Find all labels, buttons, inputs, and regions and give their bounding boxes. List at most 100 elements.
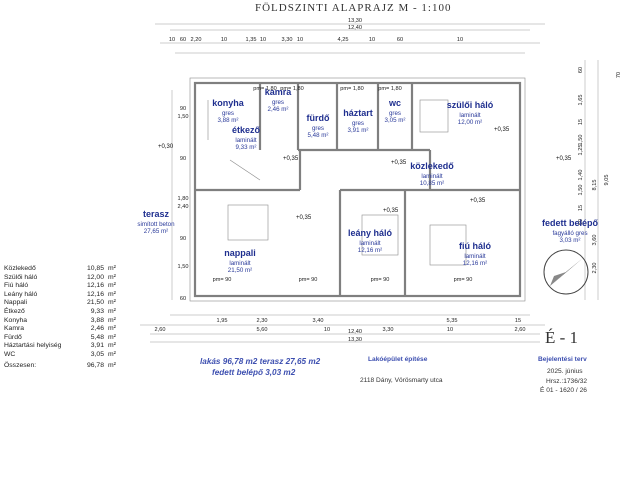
summary-row: Nappali 21,50 m² xyxy=(4,299,124,308)
summary-room-unit: m² xyxy=(108,299,116,307)
dim-right-2: 15 xyxy=(578,119,584,125)
summary-room-unit: m² xyxy=(108,342,116,350)
dim-top-9: 10 xyxy=(369,37,375,43)
sill-label-7: pm= 90 xyxy=(454,277,473,283)
room-szuloi-name: szülői háló xyxy=(447,100,494,110)
dim-top-8: 4,25 xyxy=(338,37,349,43)
summary-room-unit: m² xyxy=(108,316,116,324)
level-nappali: +0,35 xyxy=(296,215,312,221)
dim-left-0: 90 xyxy=(180,106,186,112)
room-haztart-floor: gres xyxy=(352,120,364,127)
summary-room-name: Konyha xyxy=(4,316,28,324)
dim-right-total-0: 8,15 xyxy=(592,180,598,191)
room-fiu-area: 12,16 m² xyxy=(463,260,487,267)
summary-total-label: Összesen: xyxy=(4,362,37,369)
summary-room-value: 12,00 xyxy=(86,273,104,281)
room-haztart-name: háztart xyxy=(343,108,373,118)
sill-label-5: pm= 90 xyxy=(299,277,318,283)
summary-room-name: WC xyxy=(4,351,16,358)
dim-top-inner: 12,40 xyxy=(348,25,362,31)
summary-room-name: Kamra xyxy=(4,325,25,333)
summary-row: Étkező 9,33 m² xyxy=(4,308,124,317)
dim-right-8: 60 xyxy=(578,219,584,225)
walls xyxy=(189,77,526,302)
level-etkezo: +0,35 xyxy=(283,156,299,162)
summary-row: Konyha 3,88 m² xyxy=(4,317,124,326)
summary-room-value: 10,85 xyxy=(86,265,104,272)
sill-label-4: pm= 90 xyxy=(213,277,232,283)
room-haztart: háztart gres 3,91 m² xyxy=(343,108,373,134)
room-leany-area: 12,16 m² xyxy=(358,247,382,254)
dim-left-1: 1,50 xyxy=(178,114,189,120)
level-marks: +0,30 +0,35 +0,35 +0,35 +0,35 +0,35 +0,3… xyxy=(158,127,572,221)
summary-room-value: 3,88 xyxy=(90,316,104,324)
level-szuloi: +0,35 xyxy=(494,127,510,133)
dim-left-3: 1,80 xyxy=(178,196,189,202)
summary-room-name: Szülői háló xyxy=(4,273,38,281)
dim-right-6: 1,50 xyxy=(578,185,584,196)
dim-right-0: 60 xyxy=(578,67,584,73)
room-konyha: konyha gres 3,88 m² xyxy=(212,98,245,124)
room-fiu-floor: laminált xyxy=(464,253,486,260)
summary-room-name: Fürdő xyxy=(4,333,22,341)
sill-label-6: pm= 90 xyxy=(371,277,390,283)
dim-top-4: 1,35 xyxy=(246,37,257,43)
summary-room-unit: m² xyxy=(108,325,116,333)
plan-type: Bejelentési terv xyxy=(538,356,587,363)
dim-top-0: 10 xyxy=(169,37,175,43)
dim-bottom2-0: 2,60 xyxy=(155,327,166,333)
level-terasz: +0,30 xyxy=(158,144,174,150)
summary-room-unit: m² xyxy=(108,308,116,315)
summary-room-value: 9,33 xyxy=(90,308,104,315)
room-wc-name: wc xyxy=(388,98,401,108)
summary-room-name: Nappali xyxy=(4,299,28,307)
summary-room-name: Étkező xyxy=(4,308,25,315)
summary-room-value: 3,91 xyxy=(90,342,104,350)
dim-left-2: 90 xyxy=(180,156,186,162)
summary-room-value: 21,50 xyxy=(86,299,104,307)
room-furdo-floor: gres xyxy=(312,125,324,132)
project-name: Lakóépület építése xyxy=(368,356,428,363)
summary-room-name: Leány háló xyxy=(4,290,38,298)
room-terasz-name: terasz xyxy=(143,209,170,219)
sill-label-3: pm= 1,80 xyxy=(378,86,401,92)
summary-room-name: Közlekedő xyxy=(4,265,36,272)
summary-room-unit: m² xyxy=(108,265,116,272)
plan-title: FÖLDSZINTI ALAPRAJZ M - 1:100 xyxy=(255,2,452,14)
room-nappali-area: 21,50 m² xyxy=(228,267,252,274)
room-kamra-name: kamra xyxy=(265,87,293,97)
room-kamra: kamra gres 2,46 m² xyxy=(265,87,293,113)
dim-left-4: 2,40 xyxy=(178,204,189,210)
room-wc-area: 3,05 m² xyxy=(385,117,406,124)
sheet-number: É 01 - 1620 / 26 xyxy=(540,387,587,394)
room-terasz: terasz simított beton 27,65 m² xyxy=(137,209,175,235)
dim-left-7: 60 xyxy=(180,296,186,302)
summary-room-name: Fiú háló xyxy=(4,282,29,290)
project-address: 2118 Dány, Vörösmarty utca xyxy=(360,377,443,384)
room-wc: wc gres 3,05 m² xyxy=(385,98,406,124)
room-terasz-floor: simított beton xyxy=(137,221,175,228)
room-leany-floor: laminált xyxy=(359,240,381,247)
dim-right-total-4: 70 xyxy=(616,72,622,78)
room-terasz-area: 27,65 m² xyxy=(144,228,168,235)
summary-room-value: 12,16 xyxy=(86,282,104,290)
dim-right-total-3: 2,30 xyxy=(592,263,598,274)
totals-line-1: lakás 96,78 m2 terasz 27,65 m2 xyxy=(200,357,321,366)
room-fedett-area: 3,03 m² xyxy=(560,237,581,244)
dim-bottom2-1: 5,60 xyxy=(257,327,268,333)
summary-room-value: 5,48 xyxy=(90,333,104,341)
dim-bottom2-5: 2,60 xyxy=(515,327,526,333)
dim-top-total: 13,30 xyxy=(348,18,362,24)
dim-top-3: 10 xyxy=(221,37,227,43)
dim-top-6: 3,30 xyxy=(282,37,293,43)
room-kamra-floor: gres xyxy=(272,99,284,106)
room-konyha-area: 3,88 m² xyxy=(218,117,239,124)
north-arrow-icon xyxy=(543,249,589,295)
